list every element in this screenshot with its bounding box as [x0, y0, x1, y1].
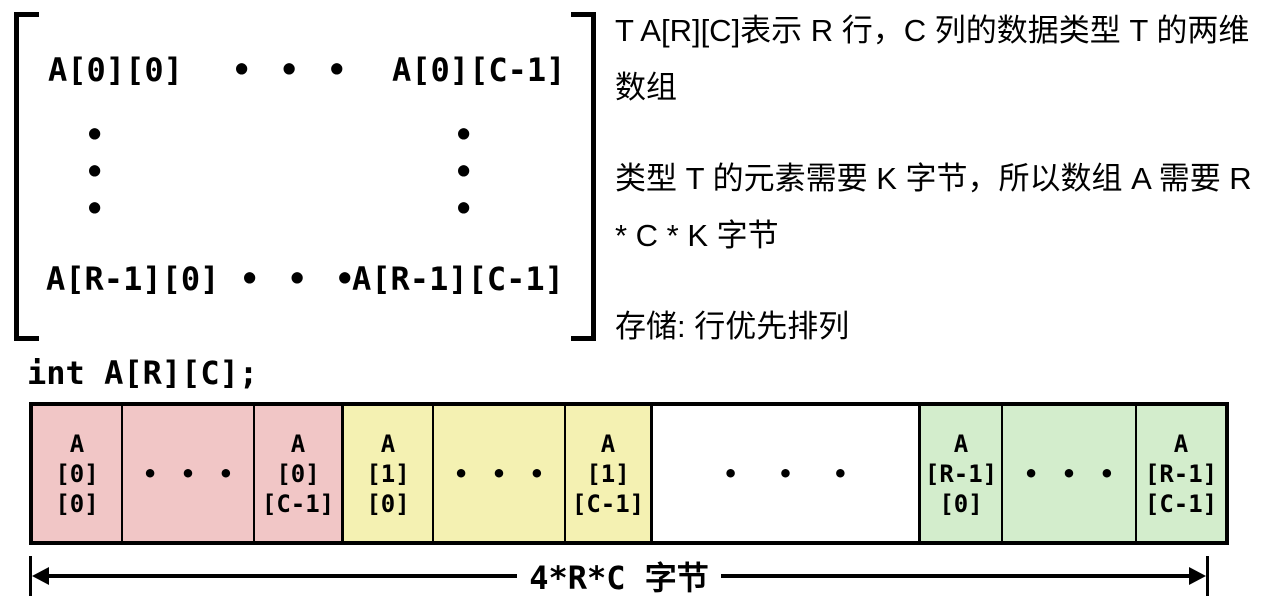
memory-cell-4: • • • — [434, 406, 566, 541]
arrow-line-right — [720, 574, 1190, 578]
cell-ellipsis: • • • — [723, 459, 848, 488]
matrix-left-bracket — [14, 12, 39, 341]
arrow-line-left — [49, 574, 518, 578]
dot: • — [85, 190, 105, 228]
memory-cell-8: • • • — [1003, 406, 1137, 541]
memory-cell-7: A[R-1][0] — [921, 406, 1003, 541]
cell-ellipsis: • • • — [142, 459, 234, 488]
matrix-vertical-ellipsis-right: • • • — [454, 117, 473, 228]
memory-cell-5: A[1][C-1] — [566, 406, 653, 541]
note-storage-order: 存储: 行优先排列 — [615, 309, 850, 344]
matrix-right-bracket — [571, 12, 596, 341]
matrix-bottom-ellipsis: • • • — [240, 260, 355, 298]
arrow-size-label: 4*R*C 字节 — [529, 559, 709, 597]
matrix-element-a-0-c1: A[0][C-1] — [392, 51, 566, 89]
memory-bar: A[0][0] • • • A[0][C-1]A[1][0] • • • A[1][C-… — [29, 402, 1229, 545]
code-declaration: int A[R][C]; — [27, 354, 259, 392]
arrow-tick-left — [29, 556, 32, 596]
dot: • — [454, 116, 474, 154]
arrow-head-right-icon — [1189, 567, 1207, 585]
matrix-element-a-r1-0: A[R-1][0] — [46, 260, 220, 298]
memory-cell-9: A[R-1][C-1] — [1137, 406, 1225, 541]
dot: • — [454, 190, 474, 228]
arrow-tick-right — [1206, 556, 1210, 596]
note-array-declaration: T A[R][C]表示 R 行，C 列的数据类型 T 的两维数组 — [615, 13, 1250, 105]
matrix-top-ellipsis: • • • — [232, 51, 347, 89]
matrix-element-a-0-0: A[0][0] — [48, 51, 183, 89]
size-arrow: 4*R*C 字节 — [29, 555, 1210, 597]
cell-ellipsis: • • • — [453, 459, 545, 488]
arrow-head-left-icon — [32, 567, 49, 585]
memory-cell-2: A[0][C-1] — [255, 406, 344, 541]
dot: • — [85, 153, 105, 191]
dot: • — [454, 153, 474, 191]
dot: • — [85, 116, 105, 154]
cell-ellipsis: • • • — [1023, 459, 1115, 488]
note-array-size: 类型 T 的元素需要 K 字节，所以数组 A 需要 R * C * K 字节 — [615, 161, 1252, 253]
memory-cell-1: • • • — [123, 406, 255, 541]
matrix-element-a-r1-c1: A[R-1][C-1] — [352, 260, 564, 298]
memory-cell-6: • • • — [653, 406, 921, 541]
memory-cell-0: A[0][0] — [33, 406, 123, 541]
matrix-vertical-ellipsis-left: • • • — [85, 117, 104, 228]
memory-cell-3: A[1][0] — [344, 406, 434, 541]
